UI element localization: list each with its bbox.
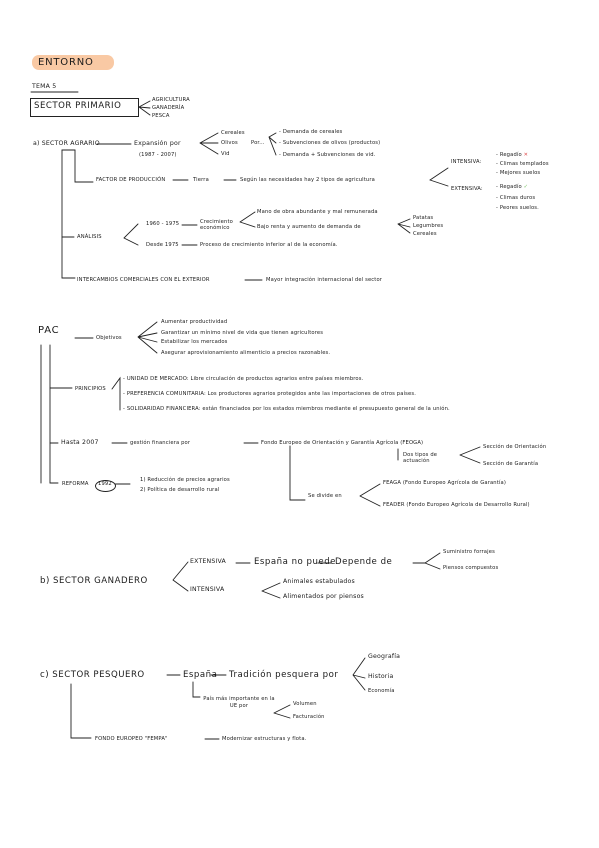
factor-label: FACTOR DE PRODUCCIÓN (96, 177, 166, 183)
objetivo-item: Estabilizar los mercados (161, 339, 228, 345)
depende-item: Piensos compuestos (443, 565, 499, 571)
crecimiento-item: Bajo renta y aumento de demanda de (257, 224, 361, 230)
page-title: ENTORNO (38, 57, 94, 68)
sector-primario-title: SECTOR PRIMARIO (34, 101, 122, 111)
extensiva-item: - Climas duros (496, 195, 536, 201)
food-item: Cereales (413, 231, 437, 237)
objetivo-item: Garantizar un mínimo nivel de vida que t… (161, 330, 324, 336)
seccion-item: Sección de Garantía (483, 461, 539, 467)
principios-label: PRINCIPIOS (75, 386, 106, 392)
year-circle (95, 480, 116, 492)
intensiva-item: Animales estabulados (283, 578, 355, 585)
agrario-label: a) SECTOR AGRARIO (33, 140, 100, 147)
reforma-label: REFORMA (62, 481, 89, 487)
fondo-text: Modernizar estructuras y flota. (222, 736, 307, 742)
crecimiento-item: Mano de obra abundante y mal remunerada (257, 209, 378, 215)
gestion-text: gestión financiera por (130, 440, 191, 446)
ganadero-label: b) SECTOR GANADERO (40, 576, 148, 586)
intensiva-item: - Mejores suelos (496, 170, 541, 176)
fondo-fempa: FONDO EUROPEO "FEMPA" (95, 736, 168, 742)
extensiva-label: EXTENSIVA: (451, 186, 483, 192)
crop-item: Vid (221, 151, 230, 157)
reforma-item: 2) Política de desarrollo rural (140, 487, 220, 493)
tradicion-item: Economía (368, 688, 395, 694)
primario-item: AGRICULTURA (152, 97, 190, 103)
extensiva-item: - Peores suelos. (496, 205, 539, 211)
reason-item: - Demanda + Subvenciones de vid. (279, 152, 376, 158)
sector-primario-box (30, 98, 139, 117)
fondo-item: FEAGA (Fondo Europeo Agrícola de Garantí… (383, 480, 507, 486)
hasta-label: Hasta 2007 (61, 439, 99, 446)
pais-text: País más importante en la UE por (203, 696, 275, 709)
extensiva-item: - Regadío ✓ (496, 184, 529, 190)
intensiva-label: INTENSIVA (190, 586, 225, 593)
intensiva-item: - Climas templados (496, 161, 549, 167)
segun-text: Según las necesidades hay 2 tipos de agr… (240, 177, 375, 183)
expansion-text: Expansión por (134, 140, 181, 147)
cross-icon: ✕ (523, 152, 529, 158)
pesquero-label: c) SECTOR PESQUERO (40, 670, 145, 680)
primario-item: GANADERÍA (152, 105, 185, 111)
food-item: Patatas (413, 215, 434, 221)
intensiva-label: INTENSIVA: (451, 159, 482, 165)
depende-text: Depende de (335, 557, 393, 567)
intercambios-text: Mayor integración internacional del sect… (266, 277, 383, 283)
principio-item: - UNIDAD DE MERCADO: Libre circulación d… (123, 376, 364, 382)
expansion-years: (1987 - 2007) (139, 152, 177, 158)
pais-item: Facturación (293, 714, 325, 720)
period-label: 1960 - 1975 (146, 221, 180, 227)
espana-pesca: España (183, 670, 218, 680)
period-label: Desde 1975 (146, 242, 179, 248)
primario-item: PESCA (152, 113, 170, 119)
fondo-item: FEADER (Fondo Europeo Agrícola de Desarr… (383, 502, 530, 508)
tierra-text: Tierra (193, 177, 209, 183)
principio-item: - SOLIDARIDAD FINANCIERA: están financia… (123, 406, 450, 412)
reforma-year: 1992 (98, 481, 112, 487)
tradicion-item: Geografía (368, 653, 401, 660)
desde-text: Proceso de crecimiento inferior al de la… (200, 242, 338, 248)
pac-title: PAC (38, 325, 60, 336)
objetivo-item: Asegurar aprovisionamiento alimenticio a… (161, 350, 331, 356)
extensiva-label: EXTENSIVA (190, 558, 226, 565)
reforma-item: 1) Reducción de precios agrarios (140, 477, 230, 483)
pais-item: Volumen (293, 701, 317, 707)
food-item: Legumbres (413, 223, 444, 229)
reason-item: - Demanda de cereales (279, 129, 343, 135)
crop-item: Cereales (221, 130, 245, 136)
principio-item: - PREFERENCIA COMUNITARIA: Los productor… (123, 391, 417, 397)
se-divide-text: Se divide en (308, 493, 342, 499)
intensiva-item: Alimentados por piensos (283, 593, 364, 600)
objetivos-label: Objetivos (96, 335, 122, 341)
dos-tipos-text: Dos tipos de actuación (403, 452, 438, 464)
fondo-feoga: Fondo Europeo de Orientación y Garantía … (261, 440, 424, 446)
tradicion-item: Historia (368, 673, 394, 680)
intensiva-item: - Regadío ✕ (496, 152, 529, 158)
tema-label: TEMA 5 (32, 83, 57, 90)
reason-item: - Subvenciones de olivos (productos) (279, 140, 381, 146)
intercambios-label: INTERCAMBIOS COMERCIALES CON EL EXTERIOR (77, 277, 210, 283)
por-text: Por... (251, 140, 265, 146)
analisis-label: ANÁLISIS (77, 234, 102, 240)
tradicion-text: Tradición pesquera por (229, 670, 339, 680)
espana-text: España no puede (254, 557, 336, 567)
title-highlight (32, 55, 114, 70)
crop-item: Olivos (221, 140, 238, 146)
check-icon: ✓ (523, 184, 529, 190)
crecimiento-text: Crecimiento económico (200, 219, 233, 231)
objetivo-item: Aumentar productividad (161, 319, 228, 325)
depende-item: Suministro forrajes (443, 549, 495, 555)
seccion-item: Sección de Orientación (483, 444, 547, 450)
